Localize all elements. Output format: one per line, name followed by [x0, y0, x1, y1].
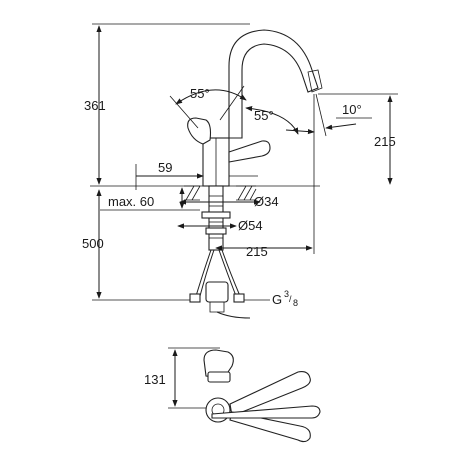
- label-plan-depth: 131: [144, 372, 166, 387]
- gooseneck-spout: [228, 29, 319, 139]
- mounting-shank: [201, 185, 231, 251]
- label-thread-main: G: [272, 292, 282, 307]
- label-thread-slash: /: [289, 294, 292, 304]
- label-total-height: 361: [84, 98, 106, 113]
- label-base-width: 59: [158, 160, 172, 175]
- label-max-deck: max. 60: [108, 194, 154, 209]
- spout-tilt-arc: [285, 128, 315, 135]
- label-below-deck: 500: [82, 236, 104, 251]
- label-lever-angle-side: 55°: [254, 108, 274, 123]
- plan-view: [203, 349, 321, 443]
- label-spout-height: 215: [374, 134, 396, 149]
- lever-handle: [187, 117, 212, 145]
- lever-handle-rotated: [228, 140, 271, 163]
- label-hole-diameter: Ø34: [254, 194, 279, 209]
- label-thread-num: 3: [284, 289, 289, 299]
- label-spout-reach: 215: [246, 244, 268, 259]
- supply-hoses: [189, 249, 251, 319]
- label-spout-tilt: 10°: [342, 102, 362, 117]
- label-base-diameter: Ø54: [238, 218, 263, 233]
- lever-angle-arc-top: [175, 89, 247, 105]
- label-thread-den: 8: [293, 298, 298, 308]
- label-lever-angle-top: 55°: [190, 86, 210, 101]
